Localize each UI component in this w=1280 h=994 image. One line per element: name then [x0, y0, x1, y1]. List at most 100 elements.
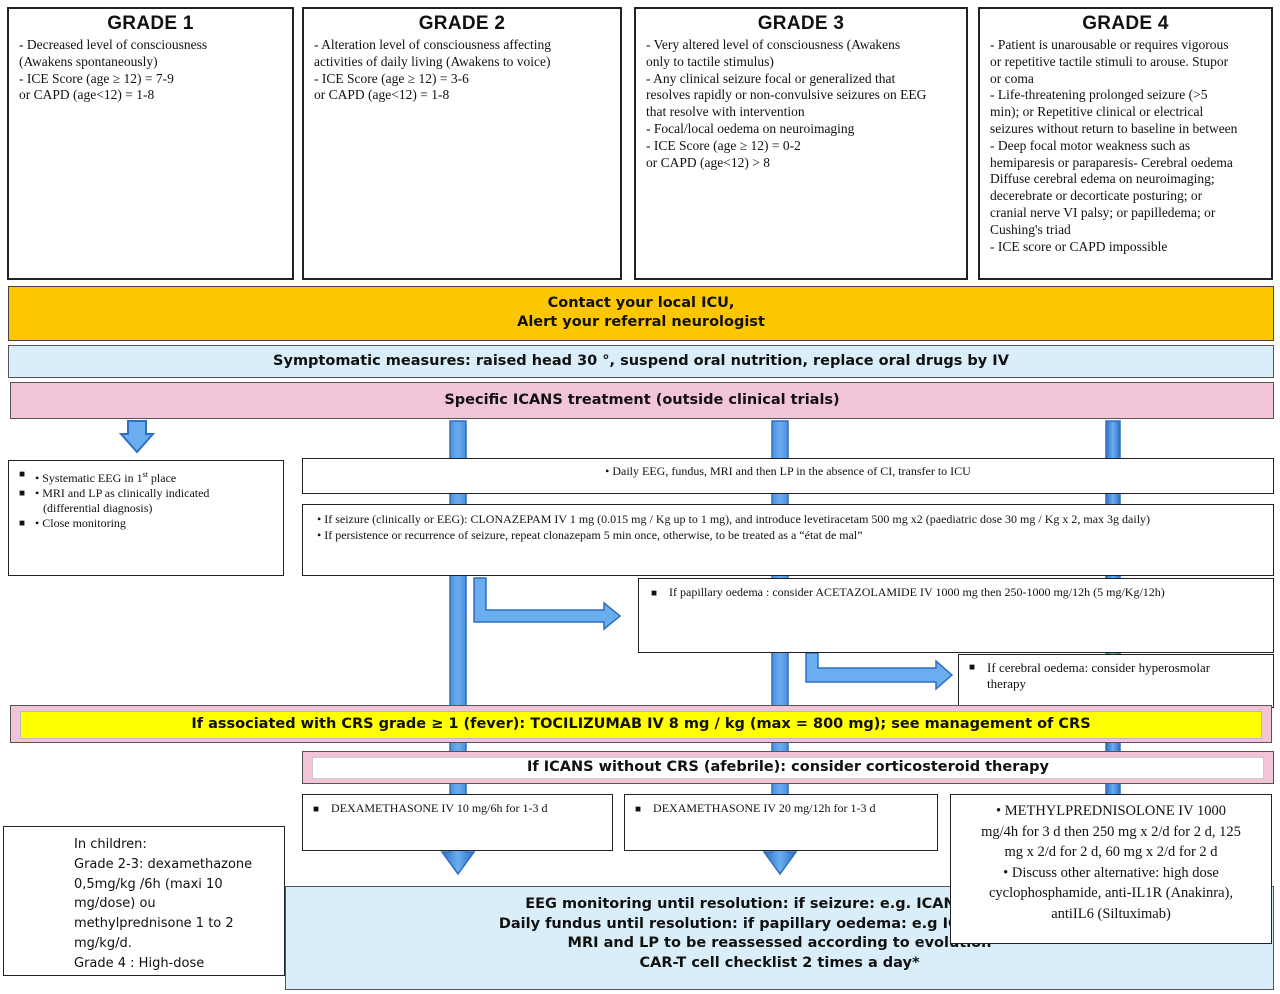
- children-line: Grade 2-3: dexamethazone: [74, 856, 253, 872]
- monitoring-line-2: Daily fundus until resolution: if papill…: [498, 915, 1061, 932]
- bullet-square: ■: [313, 804, 320, 815]
- criteria-line: - Deep focal motor weakness such as: [990, 137, 1191, 153]
- criteria-line: cranial nerve VI palsy; or papilledema; …: [990, 204, 1216, 220]
- methyl-line-4: • Discuss other alternative: high dose: [1003, 864, 1219, 881]
- bullet-square: ■: [635, 804, 642, 815]
- grade-4-box: GRADE 4 - Patient is unarousable or requ…: [978, 7, 1273, 280]
- bullet-square: ■: [651, 588, 658, 599]
- criteria-line: Cushing's triad: [990, 221, 1071, 237]
- icu-alert-band: Contact your local ICU, Alert your refer…: [8, 286, 1274, 341]
- dexamethasone-grade-3-box: ■ DEXAMETHASONE IV 20 mg/12h for 1-3 d: [624, 794, 938, 851]
- specific-treatment-band: Specific ICANS treatment (outside clinic…: [10, 382, 1274, 419]
- cerebral-line-1: If cerebral oedema: consider hyperosmola…: [987, 660, 1211, 675]
- methyl-line-3: mg x 2/d for 2 d, 60 mg x 2/d for 2 d: [1004, 844, 1218, 860]
- icu-line-1: Contact your local ICU,: [547, 295, 735, 311]
- criteria-line: - Patient is unarousable or requires vig…: [990, 37, 1229, 52]
- papillary-bent-arrow: [473, 577, 622, 631]
- grade-3-title: GRADE 3: [757, 13, 845, 34]
- crs-highlight: If associated with CRS grade ≥ 1 (fever)…: [20, 711, 1262, 739]
- criteria-line: - Life-threatening prolonged seizure (>5: [990, 87, 1208, 103]
- crs-text: If associated with CRS grade ≥ 1 (fever)…: [191, 716, 1091, 732]
- grade-2-criteria: - Alteration level of consciousness affe…: [314, 37, 610, 104]
- grade-3-criteria: - Very altered level of consciousness (A…: [646, 37, 956, 171]
- children-line: mg/dose) ou: [74, 896, 156, 912]
- methyl-line-2: mg/4h for 3 d then 250 mg x 2/d for 2 d,…: [981, 823, 1241, 840]
- criteria-line: - Very altered level of consciousness (A…: [646, 37, 901, 52]
- action-item: ■ • MRI and LP as clinically indicated: [19, 486, 210, 500]
- criteria-line: seizures without return to baseline in b…: [990, 120, 1238, 136]
- bullet-square: ■: [19, 488, 26, 499]
- papillary-text: If papillary oedema : consider ACETAZOLA…: [669, 585, 1165, 599]
- symptomatic-text: Symptomatic measures: raised head 30 °, …: [273, 353, 1009, 369]
- criteria-line: - ICE Score (age ≥ 12) = 7-9: [19, 70, 174, 86]
- children-line: methylprednisone 1 to 2: [74, 916, 234, 932]
- monitoring-line-1: EEG monitoring until resolution: if seiz…: [525, 896, 1034, 912]
- icu-line-2: Alert your referral neurologist: [517, 314, 765, 330]
- seizure-box: • If seizure (clinically or EEG): CLONAZ…: [302, 504, 1274, 576]
- children-line: mg/kg/d.: [74, 935, 132, 951]
- children-line: Grade 4 : High-dose: [74, 955, 205, 971]
- daily-eeg-box: • Daily EEG, fundus, MRI and then LP in …: [302, 458, 1274, 494]
- criteria-line: or repetitive tactile stimuli to arouse.…: [990, 53, 1229, 69]
- children-line: In children:: [74, 837, 147, 852]
- grade-2-title: GRADE 2: [418, 13, 506, 34]
- cerebral-oedema-box: ■ If cerebral oedema: consider hyperosmo…: [958, 654, 1274, 708]
- methyl-line-1: • METHYLPREDNISOLONE IV 1000: [996, 803, 1226, 819]
- grade-2-box: GRADE 2 - Alteration level of consciousn…: [302, 7, 622, 280]
- seizure-line-2: • If persistence or recurrence of seizur…: [317, 528, 863, 542]
- monitoring-line-3: MRI and LP to be reassessed according to…: [567, 935, 992, 951]
- criteria-line: or CAPD (age<12) > 8: [646, 154, 770, 170]
- criteria-line: - ICE score or CAPD impossible: [990, 238, 1168, 254]
- criteria-line: (Awakens spontaneously): [19, 53, 158, 69]
- grade-1-criteria: - Decreased level of consciousness (Awak…: [19, 37, 282, 104]
- dexa-3-text: DEXAMETHASONE IV 20 mg/12h for 1-3 d: [653, 801, 876, 815]
- symptomatic-measures-band: Symptomatic measures: raised head 30 °, …: [8, 345, 1274, 378]
- methyl-line-5: cyclophosphamide, anti-IL1R (Anakinra),: [988, 885, 1233, 901]
- criteria-line: - Any clinical seizure focal or generali…: [646, 70, 896, 86]
- criteria-line: or coma: [990, 70, 1034, 86]
- criteria-line: - Decreased level of consciousness: [19, 37, 208, 52]
- papillary-oedema-box: ■ If papillary oedema : consider ACETAZOL…: [638, 578, 1274, 653]
- criteria-line: Diffuse cerebral edema on neuroimaging;: [990, 171, 1215, 187]
- grade-1-title: GRADE 1: [107, 13, 194, 34]
- bullet-square: ■: [969, 662, 976, 673]
- dexa-2-text: DEXAMETHASONE IV 10 mg/6h for 1-3 d: [331, 801, 548, 815]
- crs-band: If associated with CRS grade ≥ 1 (fever)…: [10, 705, 1272, 743]
- action-item-continued: (differential diagnosis): [43, 501, 153, 515]
- criteria-line: - Alteration level of consciousness affe…: [314, 37, 552, 52]
- cerebral-line-2: therapy: [987, 676, 1027, 691]
- criteria-line: or CAPD (age<12) = 1-8: [19, 87, 155, 103]
- bullet-square: ■: [19, 469, 26, 480]
- children-line: 0,5mg/kg /6h (maxi 10: [74, 876, 223, 892]
- criteria-line: or CAPD (age<12) = 1-8: [314, 87, 450, 103]
- criteria-line: that resolve with intervention: [646, 104, 805, 120]
- grade-1-down-arrow: [118, 420, 156, 454]
- criteria-line: hemiparesis or paraparesis- Cerebral oed…: [990, 154, 1233, 170]
- grade-1-actions-box: ■ • Systematic EEG in 1st place ■ • MRI …: [8, 460, 284, 576]
- criteria-line: activities of daily living (Awakens to v…: [314, 53, 551, 69]
- criteria-line: - ICE Score (age ≥ 12) = 0-2: [646, 137, 801, 153]
- daily-eeg-text: • Daily EEG, fundus, MRI and then LP in …: [605, 464, 971, 478]
- action-item: ■ • Systematic EEG in 1st place: [19, 469, 177, 485]
- methylprednisolone-box: • METHYLPREDNISOLONE IV 1000 mg/4h for 3…: [950, 794, 1272, 944]
- criteria-line: min); or Repetitive clinical or electric…: [990, 104, 1204, 120]
- bullet-square: ■: [19, 518, 26, 529]
- criteria-line: resolves rapidly or non-convulsive seizu…: [646, 87, 927, 103]
- grade-4-criteria: - Patient is unarousable or requires vig…: [990, 37, 1261, 255]
- no-crs-band: If ICANS without CRS (afebrile): conside…: [302, 751, 1274, 784]
- children-dosing-box: In children: Grade 2-3: dexamethazone 0,…: [3, 826, 285, 976]
- monitoring-line-4: CAR-T cell checklist 2 times a day*: [639, 954, 920, 971]
- criteria-line: only to tactile stimulus): [646, 53, 774, 69]
- criteria-line: decerebrate or decorticate posturing; or: [990, 188, 1203, 204]
- criteria-line: - Focal/local oedema on neuroimaging: [646, 120, 855, 136]
- dexamethasone-grade-2-box: ■ DEXAMETHASONE IV 10 mg/6h for 1-3 d: [302, 794, 613, 851]
- criteria-line: - ICE Score (age ≥ 12) = 3-6: [314, 70, 469, 86]
- action-item: ■ • Close monitoring: [19, 516, 126, 530]
- specific-text: Specific ICANS treatment (outside clinic…: [444, 392, 840, 408]
- cerebral-bent-arrow: [805, 652, 954, 691]
- grade-3-box: GRADE 3 - Very altered level of consciou…: [634, 7, 968, 280]
- grade-1-box: GRADE 1 - Decreased level of consciousne…: [7, 7, 294, 280]
- seizure-line-1: • If seizure (clinically or EEG): CLONAZ…: [317, 512, 1151, 526]
- methyl-line-6: antiIL6 (Siltuximab): [1051, 905, 1171, 922]
- no-crs-text: If ICANS without CRS (afebrile): conside…: [527, 759, 1049, 775]
